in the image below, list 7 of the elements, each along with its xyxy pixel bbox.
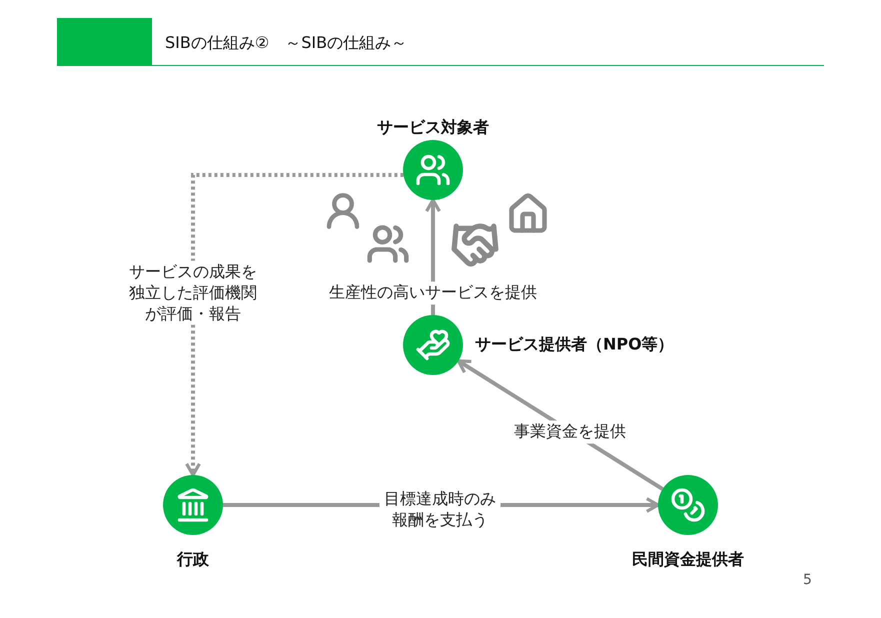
- slide-title: SIBの仕組み② ～SIBの仕組み～: [165, 33, 408, 54]
- node-label: 民間資金提供者: [632, 550, 744, 570]
- node-label: サービス提供者（NPO等）: [475, 334, 674, 356]
- arrow: [185, 173, 404, 477]
- page-number: 5: [803, 572, 812, 588]
- node-label: サービス対象者: [377, 118, 489, 138]
- node-label: 行政: [177, 550, 209, 570]
